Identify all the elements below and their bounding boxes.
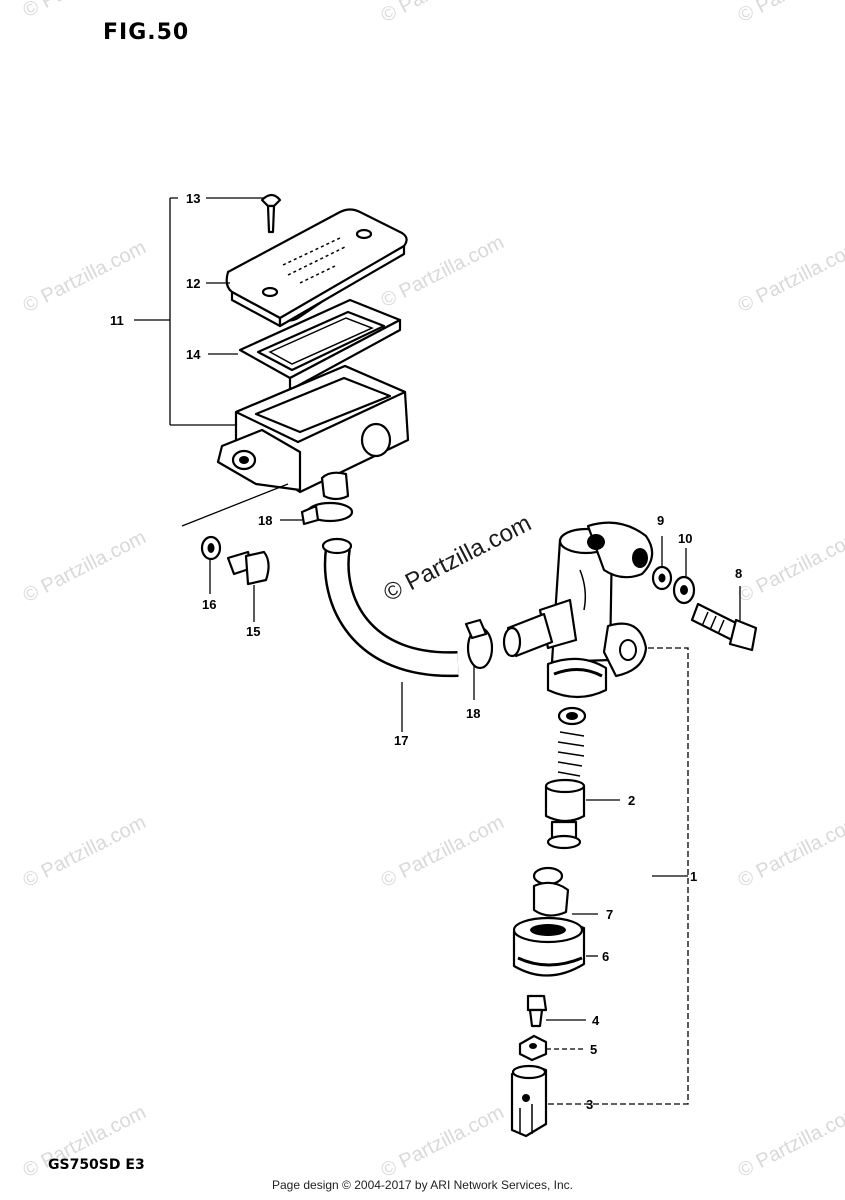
callout-14: 14 (186, 347, 201, 362)
hose-clamp-lower (464, 618, 494, 670)
cap-screw (260, 193, 282, 234)
callout-7: 7 (606, 907, 613, 922)
page-footer: Page design © 2004-2017 by ARI Network S… (271, 1178, 573, 1192)
callout-16: 16 (202, 597, 216, 612)
reservoir-diaphragm (238, 298, 402, 392)
piston-assembly (544, 778, 586, 850)
callout-15: 15 (246, 624, 260, 639)
callout-9: 9 (657, 513, 664, 528)
callout-1: 1 (690, 869, 697, 884)
callout-18-lower: 18 (466, 706, 480, 721)
leader-lines (134, 197, 741, 1105)
piston-cup (557, 706, 587, 726)
callout-6: 6 (602, 949, 609, 964)
callout-4: 4 (592, 1013, 600, 1028)
callout-10: 10 (678, 531, 692, 546)
callout-3: 3 (586, 1097, 593, 1112)
callout-8: 8 (735, 566, 742, 581)
callout-5: 5 (590, 1042, 597, 1057)
mounting-bolt (226, 550, 270, 586)
reservoir-hose (321, 537, 459, 678)
clevis (510, 1064, 548, 1138)
washer (200, 535, 222, 561)
snap-ring-and-boot (512, 866, 586, 977)
lock-nut (518, 1034, 548, 1062)
callout-2: 2 (628, 793, 635, 808)
reservoir-body (216, 364, 410, 501)
callout-11: 11 (110, 313, 124, 328)
union-bolt (690, 602, 758, 652)
washer-9 (651, 565, 673, 591)
hose-clamp-upper (300, 501, 354, 526)
callout-17: 17 (394, 733, 408, 748)
figure-title: FIG.50 (103, 20, 190, 45)
callout-13: 13 (186, 191, 200, 206)
callout-18-upper: 18 (258, 513, 272, 528)
push-rod (526, 994, 548, 1028)
callout-12: 12 (186, 276, 200, 291)
model-code: GS750SD E3 (48, 1157, 145, 1173)
washer-10 (672, 575, 696, 605)
return-spring (557, 731, 585, 777)
reservoir-cap (225, 208, 408, 328)
master-cylinder-body (502, 521, 654, 699)
